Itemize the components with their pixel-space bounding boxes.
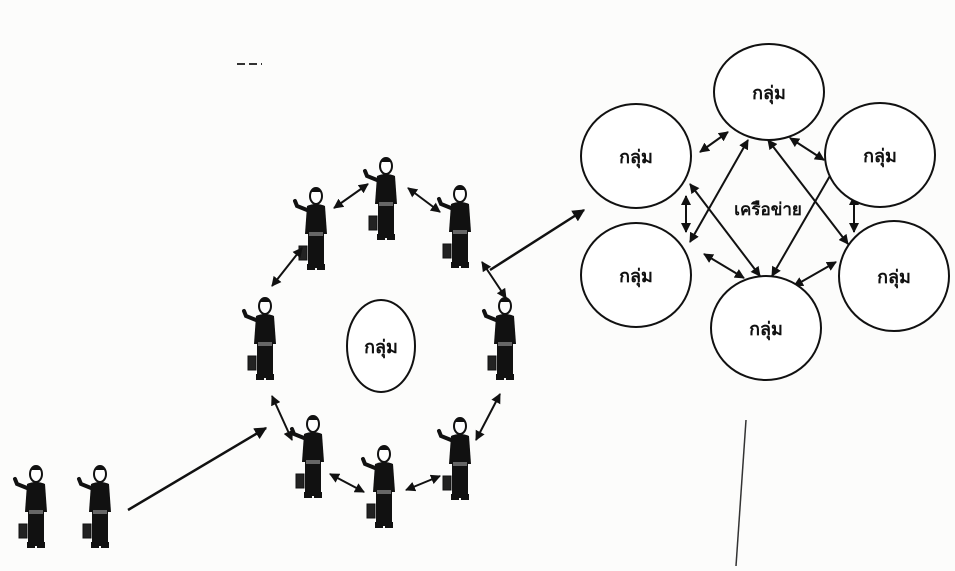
network-group-label: กลุ่ม [863, 146, 897, 168]
network-links [681, 131, 859, 287]
network-group-top: กลุ่ม [713, 43, 825, 141]
network-group-lower-left: กลุ่ม [580, 222, 692, 328]
ring-person [242, 296, 278, 382]
individuals-to-group-arrow [127, 426, 268, 512]
ring-person [293, 186, 329, 272]
network-link-arrow [699, 131, 729, 153]
network-link-arrow [703, 253, 745, 279]
ring-person [482, 296, 518, 382]
stray-pen-line [735, 419, 747, 567]
network-group-lower-right: กลุ่ม [838, 220, 950, 332]
ring-link-arrow [333, 183, 369, 209]
network-link-arrow [793, 261, 837, 287]
ring-link-arrow [271, 395, 293, 441]
network-group-bottom: กลุ่ม [710, 275, 822, 381]
ring-link-arrow [475, 393, 501, 441]
ring-link-arrow [329, 473, 365, 493]
ring-link-arrow [481, 261, 507, 299]
network-group-upper-left: กลุ่ม [580, 103, 692, 209]
ring-person [363, 156, 399, 242]
group-ring [242, 156, 518, 530]
ring-person [290, 414, 326, 500]
ring-link-arrow [271, 247, 303, 287]
ring-link-arrow [405, 474, 441, 492]
ring-link-arrow [407, 187, 441, 213]
group-to-network-arrow [489, 208, 586, 272]
individual-person-1 [13, 464, 49, 550]
network-group-label: กลุ่ม [749, 319, 783, 341]
center-group-label: กลุ่ม [364, 337, 398, 359]
network-link-arrow [771, 161, 839, 277]
individual-person-2 [77, 464, 113, 550]
network-group-label: กลุ่ม [619, 147, 653, 169]
network-label: เครือข่าย [734, 199, 802, 220]
network-group-label: กลุ่ม [877, 267, 911, 289]
network-group-label: กลุ่ม [619, 266, 653, 288]
network-link-arrow [789, 137, 825, 161]
network-group-label: กลุ่ม [752, 83, 786, 105]
ring-person [437, 184, 473, 270]
ring-person [361, 444, 397, 530]
ring-person [437, 416, 473, 502]
network-link-arrow [689, 139, 749, 243]
network-link-arrow [689, 183, 761, 277]
center-group-node: กลุ่ม [346, 299, 416, 393]
network-group-upper-right: กลุ่ม [824, 102, 936, 208]
